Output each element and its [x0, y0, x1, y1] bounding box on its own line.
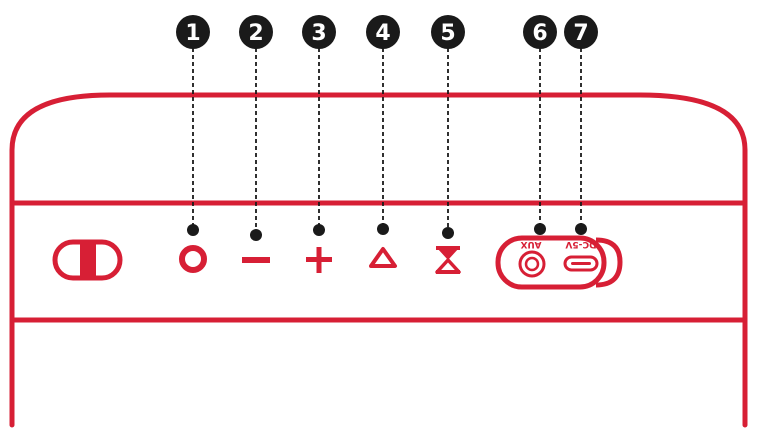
leader-dot-7	[575, 223, 587, 235]
triangle-icon	[369, 247, 397, 268]
speaker-outline	[9, 92, 748, 428]
leader-dots	[187, 223, 587, 241]
leader-dot-5	[442, 227, 454, 239]
leader-dot-1	[187, 224, 199, 236]
callout-badge-3: 3	[302, 15, 336, 49]
callout-number-4: 4	[375, 21, 390, 46]
toggle-switch-icon[interactable]	[52, 239, 123, 281]
timer-button[interactable]	[435, 246, 461, 274]
callout-badge-4: 4	[366, 15, 400, 49]
callout-number-6: 6	[532, 21, 547, 46]
play-pause-button[interactable]	[369, 247, 397, 268]
minus-icon	[242, 257, 270, 263]
callout-badge-2: 2	[239, 15, 273, 49]
callout-badge-5: 5	[431, 15, 465, 49]
port-panel-outline	[495, 235, 607, 290]
callout-badges: 1 2 3 4 5 6 7	[176, 15, 598, 49]
speaker-body	[9, 92, 748, 428]
callout-badge-6: 6	[523, 15, 557, 49]
power-ring-icon	[179, 245, 207, 273]
callout-number-3: 3	[311, 21, 326, 46]
callout-number-2: 2	[248, 21, 263, 46]
usb-c-port-icon	[563, 255, 599, 272]
hourglass-icon	[435, 246, 461, 274]
volume-up-button[interactable]	[306, 247, 332, 273]
dc-charging-port[interactable]: DC-5V	[563, 239, 599, 272]
leader-dot-4	[377, 223, 389, 235]
plus-icon	[306, 247, 332, 273]
volume-down-button[interactable]	[242, 257, 270, 263]
callout-number-5: 5	[440, 21, 455, 46]
aux-port[interactable]: AUX	[518, 239, 546, 278]
callout-badge-1: 1	[176, 15, 210, 49]
leader-dot-3	[313, 224, 325, 236]
callout-number-1: 1	[185, 21, 200, 46]
leader-dot-2	[250, 229, 262, 241]
aux-label: AUX	[520, 239, 541, 249]
port-panel-flap	[595, 237, 623, 288]
power-button[interactable]	[179, 245, 207, 273]
dc-label: DC-5V	[565, 239, 596, 249]
port-panel: AUX DC-5V	[495, 235, 623, 290]
callout-badge-7: 7	[564, 15, 598, 49]
leader-dot-6	[534, 223, 546, 235]
leader-lines	[192, 48, 582, 235]
callout-number-7: 7	[573, 21, 588, 46]
aux-jack-icon	[518, 250, 546, 278]
